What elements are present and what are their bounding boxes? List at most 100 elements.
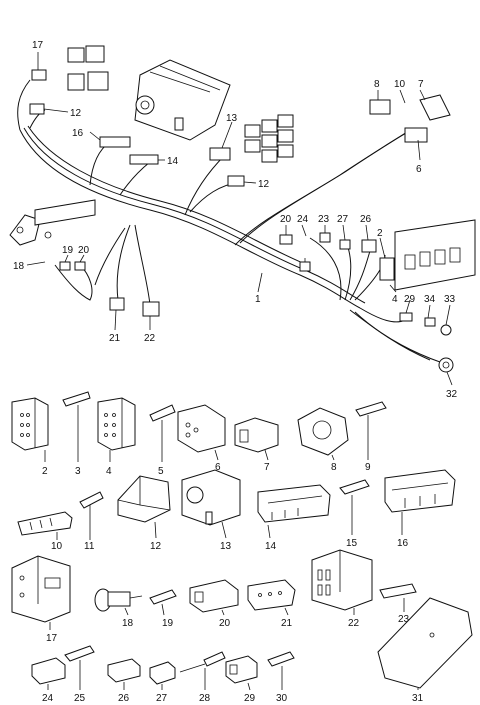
part-8: 8 xyxy=(297,407,349,473)
part-11: 11 xyxy=(79,491,104,552)
mounting-bracket-top xyxy=(9,199,96,246)
part-22: 22 xyxy=(311,549,373,629)
connector-2-top xyxy=(379,257,395,281)
label-12: 12 xyxy=(150,541,162,552)
label-9: 9 xyxy=(365,462,371,473)
callout-12-top-right: 12 xyxy=(258,179,270,190)
callouts-top: 17 12 16 14 13 12 8 10 7 6 18 19 20 21 2… xyxy=(13,40,458,400)
connector-27-top xyxy=(339,239,351,250)
label-2: 2 xyxy=(42,466,48,477)
fuse-relay-panel-top xyxy=(394,219,476,291)
part-12: 12 xyxy=(117,475,171,552)
callout-29-top: 29 xyxy=(404,294,416,305)
callout-24-top: 24 xyxy=(297,214,309,225)
callout-12-top-left: 12 xyxy=(70,108,82,119)
connector-22-top xyxy=(142,301,160,317)
label-19: 19 xyxy=(162,618,174,629)
part-17: 17 xyxy=(11,555,71,644)
label-23: 23 xyxy=(398,614,410,625)
label-20: 20 xyxy=(219,618,231,629)
label-8: 8 xyxy=(331,462,337,473)
connector-14-top xyxy=(129,154,159,165)
label-31: 31 xyxy=(412,693,424,704)
part-28: 28 xyxy=(179,651,226,704)
callout-10-top: 10 xyxy=(394,79,406,90)
part-27: 27 xyxy=(149,661,176,704)
label-28: 28 xyxy=(199,693,211,704)
callout-23-top: 23 xyxy=(318,214,330,225)
relay-block-13-top xyxy=(244,114,294,163)
label-10: 10 xyxy=(51,541,63,552)
label-13: 13 xyxy=(220,541,232,552)
part-16: 16 xyxy=(384,469,456,549)
label-21: 21 xyxy=(281,618,293,629)
leader-lines-top xyxy=(26,52,453,386)
part-13: 13 xyxy=(181,469,241,552)
part-31: 31 xyxy=(377,597,473,704)
callout-13-top: 13 xyxy=(226,113,238,124)
label-30: 30 xyxy=(276,693,288,704)
part-10: 10 xyxy=(17,511,73,552)
label-22: 22 xyxy=(348,618,360,629)
callout-27-top: 27 xyxy=(337,214,349,225)
callout-16-top: 16 xyxy=(72,128,84,139)
part-6: 6 xyxy=(177,404,226,473)
control-module-top xyxy=(134,59,231,141)
label-26: 26 xyxy=(118,693,130,704)
label-11: 11 xyxy=(84,541,95,552)
callout-32-top: 32 xyxy=(446,389,458,400)
label-29: 29 xyxy=(244,693,256,704)
connector-29-top xyxy=(399,312,413,322)
part-26: 26 xyxy=(107,658,141,704)
callout-6-top: 6 xyxy=(416,164,422,175)
callout-14-top: 14 xyxy=(167,156,179,167)
label-27: 27 xyxy=(156,693,168,704)
part-7: 7 xyxy=(234,417,279,473)
callout-4-top: 4 xyxy=(392,294,398,305)
callout-20-top-left: 20 xyxy=(78,245,90,256)
connector-21-top xyxy=(109,297,125,311)
relay-cluster-top xyxy=(67,45,109,91)
part-9: 9 xyxy=(355,401,387,473)
part-5: 5 xyxy=(149,404,176,477)
harness-assembly: 17 12 16 14 13 12 8 10 7 6 18 19 20 21 2… xyxy=(9,40,476,400)
callout-33-top: 33 xyxy=(444,294,456,305)
connector-24-top xyxy=(299,261,311,272)
part-21: 21 xyxy=(247,579,296,629)
terminal-parts-right xyxy=(419,94,454,373)
label-16: 16 xyxy=(397,538,409,549)
callout-8-top: 8 xyxy=(374,79,380,90)
callout-26-top: 26 xyxy=(360,214,372,225)
callout-1-top: 1 xyxy=(255,294,261,305)
label-4: 4 xyxy=(106,466,112,477)
label-15: 15 xyxy=(346,538,358,549)
label-24: 24 xyxy=(42,693,54,704)
connector-19-top xyxy=(59,261,71,271)
label-5: 5 xyxy=(158,466,164,477)
connector-12-top-right xyxy=(227,175,245,187)
part-2: 2 xyxy=(11,397,49,477)
callout-18-top: 18 xyxy=(13,261,25,272)
callout-2-top: 2 xyxy=(377,228,383,239)
part-25: 25 xyxy=(64,645,95,704)
callout-17-top: 17 xyxy=(32,40,44,51)
part-4: 4 xyxy=(97,397,136,477)
part-3: 3 xyxy=(62,391,91,477)
connector-13-top xyxy=(209,147,231,161)
callout-22-top: 22 xyxy=(144,333,156,344)
label-7: 7 xyxy=(264,462,270,473)
label-3: 3 xyxy=(75,466,81,477)
part-29: 29 xyxy=(225,655,258,704)
callout-19-top: 19 xyxy=(62,245,74,256)
part-19: 19 xyxy=(149,589,177,629)
connector-17-top xyxy=(31,69,47,81)
label-14: 14 xyxy=(265,541,277,552)
label-6: 6 xyxy=(215,462,221,473)
part-20: 20 xyxy=(189,579,239,629)
part-14: 14 xyxy=(257,484,331,552)
part-23: 23 xyxy=(379,583,417,625)
callout-21-top: 21 xyxy=(109,333,121,344)
part-30: 30 xyxy=(267,651,295,704)
label-25: 25 xyxy=(74,693,86,704)
